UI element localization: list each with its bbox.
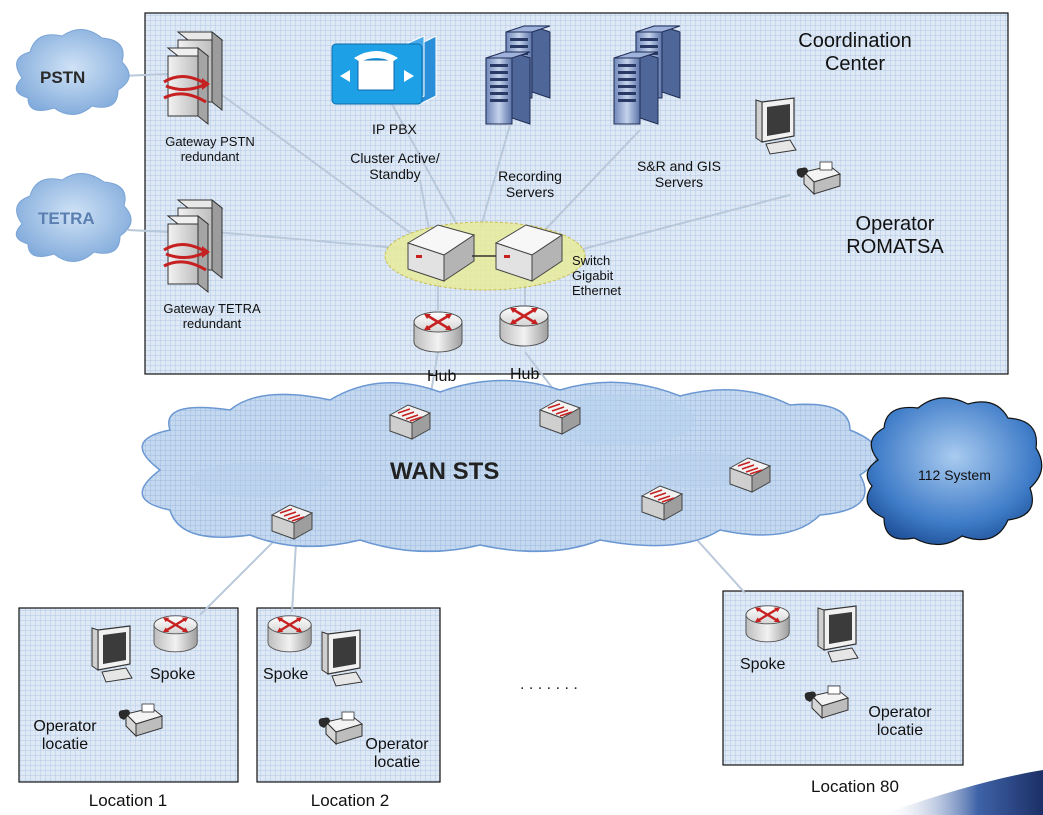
location-1-operator-line2: locatie <box>41 736 89 754</box>
ip-pbx-icon <box>331 35 437 105</box>
pstn-cloud <box>15 29 130 115</box>
location-80-operator-line1: Operator <box>868 704 932 721</box>
location-2-spoke-label: Spoke <box>263 666 309 683</box>
location-1-spoke-label: Spoke <box>150 666 196 683</box>
gateway-tetra-line2: redundant <box>182 315 242 331</box>
gis-server-front <box>613 51 659 125</box>
location-80-operator-label: Operator locatie <box>855 704 945 741</box>
system-112-label: 112 System <box>918 467 991 483</box>
switch-label-line2: Gigabit <box>572 267 614 283</box>
gateway-pstn-label: Gateway PSTN redundant <box>150 134 270 165</box>
location-80-name: Location 80 <box>811 777 899 796</box>
footer-decoration <box>880 770 1043 815</box>
tetra-label: TETRA <box>38 209 95 228</box>
location-2-operator-label: Operator locatie <box>352 736 442 773</box>
gateway-pstn-line1: Gateway PSTN <box>165 134 255 149</box>
recording-label-line1: Recording <box>498 168 562 184</box>
location-2-name: Location 2 <box>310 791 390 810</box>
recording-servers-label: Recording Servers <box>480 168 580 200</box>
recording-label-line2: Servers <box>505 184 555 201</box>
location-1-router-icon <box>152 614 199 653</box>
hub-label-1: Hub <box>427 368 457 385</box>
pstn-label: PSTN <box>40 68 86 87</box>
cluster-label-line1: Cluster Active/ <box>350 150 440 166</box>
hub-router-2 <box>498 304 550 348</box>
gateway-tetra-label: Gateway TETRA redundant <box>150 301 274 332</box>
sr-gis-label-line2: Servers <box>654 174 704 191</box>
operator-romatsa-label: Operator ROMATSA <box>820 213 970 259</box>
sr-gis-label-line1: S&R and GIS <box>636 158 722 174</box>
location-2-operator-line2: locatie <box>373 754 421 772</box>
operator-romatsa-line1: Operator <box>855 213 935 235</box>
location-1-operator-label: Operator locatie <box>20 718 110 755</box>
location-80-operator-line2: locatie <box>876 722 924 740</box>
coordination-center-title: Coordination Center <box>770 30 940 76</box>
switch-label: Switch Gigabit Ethernet <box>572 253 622 299</box>
location-80-spoke-label: Spoke <box>740 656 786 673</box>
location-80-router-icon <box>744 604 791 643</box>
hub-label-2: Hub <box>510 366 540 383</box>
location-2-operator-line1: Operator <box>365 736 429 753</box>
hub-router-1 <box>412 310 464 354</box>
operator-romatsa-line2: ROMATSA <box>846 236 944 258</box>
cluster-label: Cluster Active/ Standby <box>330 150 460 182</box>
cluster-label-line2: Standby <box>369 166 421 183</box>
location-2-router-icon <box>266 614 313 653</box>
system-112-cloud <box>866 397 1043 546</box>
ellipsis: . . . . . . . <box>520 676 578 693</box>
coordination-center-box <box>144 12 1009 375</box>
wan-sts-label: WAN STS <box>390 458 500 485</box>
gateway-pstn-line2: redundant <box>180 148 240 164</box>
location-1-name: Location 1 <box>88 791 168 810</box>
ip-pbx-label: IP PBX <box>372 121 417 137</box>
gateway-tetra-line1: Gateway TETRA <box>163 301 261 316</box>
location-1-operator-line1: Operator <box>33 718 97 735</box>
tetra-cloud <box>15 173 132 262</box>
coordination-title-line2: Center <box>824 53 886 75</box>
coordination-title-line1: Coordination <box>798 30 912 52</box>
switch-label-line3: Ethernet <box>572 282 622 298</box>
recording-server-front <box>485 51 531 125</box>
sr-gis-servers-label: S&R and GIS Servers <box>624 158 734 190</box>
switch-label-line1: Switch <box>572 253 611 268</box>
